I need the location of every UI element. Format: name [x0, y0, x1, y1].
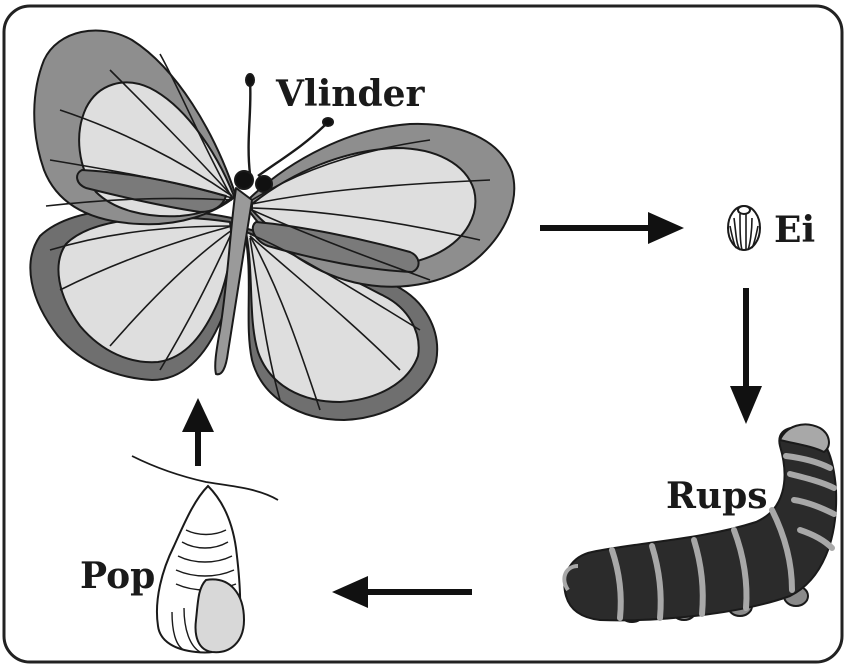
label-pupa: Pop: [80, 555, 155, 597]
label-caterpillar: Rups: [666, 475, 768, 517]
label-butterfly: Vlinder: [275, 73, 426, 115]
butterfly-eye-right: [256, 176, 272, 192]
label-egg: Ei: [774, 209, 815, 251]
egg-illustration: [728, 206, 760, 250]
